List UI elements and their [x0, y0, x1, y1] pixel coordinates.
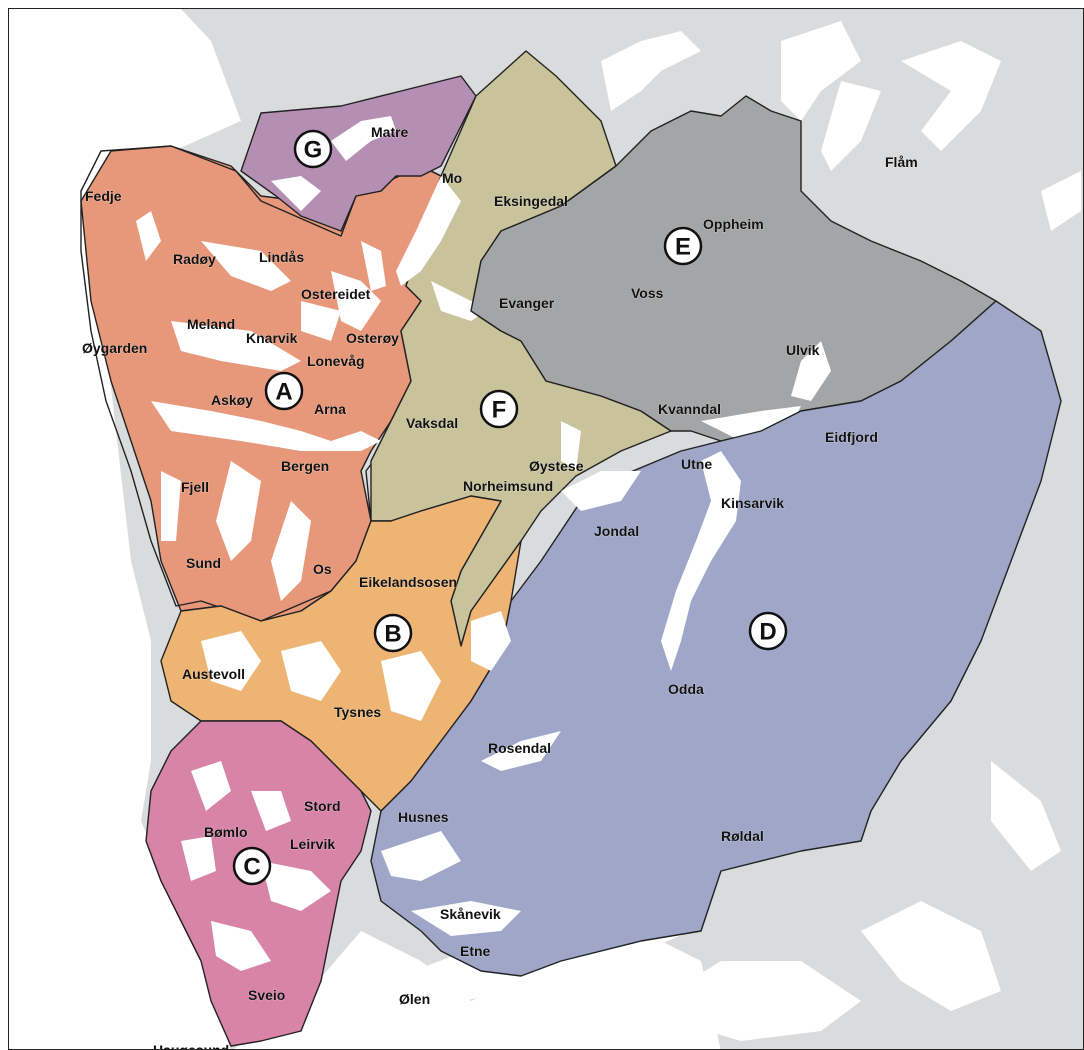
label-mo: Mo	[442, 170, 462, 186]
label-eidfjord: Eidfjord	[825, 429, 878, 445]
label-voss: Voss	[631, 285, 664, 301]
region-letter-d: D	[759, 619, 776, 646]
label-eksingedal: Eksingedal	[494, 193, 568, 209]
label-meland: Meland	[187, 316, 235, 332]
label-odda: Odda	[668, 681, 704, 697]
label-fedje: Fedje	[85, 188, 122, 204]
label-austevoll: Austevoll	[182, 666, 245, 682]
region-letter-e: E	[675, 234, 691, 261]
label-lindas: Lindås	[259, 249, 304, 265]
label-norheimsund: Norheimsund	[463, 478, 553, 494]
label-roldal: Røldal	[721, 828, 764, 844]
region-label-f[interactable]: F	[479, 389, 519, 429]
label-radoy: Radøy	[173, 251, 216, 267]
region-label-d[interactable]: D	[748, 611, 788, 651]
region-letter-c: C	[243, 854, 260, 881]
label-arna: Arna	[314, 401, 346, 417]
region-g[interactable]	[240, 75, 477, 232]
label-husnes: Husnes	[398, 809, 449, 825]
label-olen: Ølen	[399, 991, 430, 1007]
label-evanger: Evanger	[499, 295, 555, 311]
region-letter-b: B	[384, 621, 401, 648]
region-b[interactable]	[160, 495, 522, 812]
label-fjell: Fjell	[181, 479, 209, 495]
label-jondal: Jondal	[594, 523, 639, 539]
region-label-b[interactable]: B	[373, 613, 413, 653]
label-stord: Stord	[304, 798, 341, 814]
region-label-g[interactable]: G	[293, 129, 333, 169]
region-label-c[interactable]: C	[232, 846, 272, 886]
label-osteroy: Osterøy	[346, 330, 399, 346]
label-askoy: Askøy	[211, 392, 253, 408]
label-knarvik: Knarvik	[246, 330, 298, 346]
label-oygarden: Øygarden	[82, 340, 147, 356]
label-bergen: Bergen	[281, 458, 329, 474]
label-etne: Etne	[460, 943, 491, 959]
label-os: Os	[313, 561, 332, 577]
label-oystese: Øystese	[529, 458, 584, 474]
label-kinsarvik: Kinsarvik	[721, 495, 784, 511]
label-haugesund: Haugesund	[153, 1042, 229, 1050]
label-ostereidet: Ostereidet	[301, 286, 371, 302]
label-leirvik: Leirvik	[290, 836, 335, 852]
label-oppheim: Oppheim	[703, 216, 764, 232]
region-letter-g: G	[304, 137, 323, 164]
region-d[interactable]	[370, 300, 1062, 977]
label-lonevag: Lonevåg	[307, 353, 365, 369]
label-sund: Sund	[186, 555, 221, 571]
county-map[interactable]: A B C D E F G Matre Mo Eksingedal Flåm F…	[9, 9, 1084, 1050]
label-tysnes: Tysnes	[334, 704, 381, 720]
label-matre: Matre	[371, 124, 409, 140]
label-ulvik: Ulvik	[786, 342, 820, 358]
label-utne: Utne	[681, 456, 712, 472]
place-labels: Matre Mo Eksingedal Flåm Fedje Oppheim R…	[82, 124, 919, 1050]
label-sveio: Sveio	[248, 987, 285, 1003]
label-vaksdal: Vaksdal	[406, 415, 458, 431]
map-frame: A B C D E F G Matre Mo Eksingedal Flåm F…	[8, 8, 1084, 1050]
region-label-e[interactable]: E	[663, 226, 703, 266]
inland-fjords	[601, 21, 1081, 1041]
region-letter-a: A	[275, 379, 292, 406]
region-label-a[interactable]: A	[264, 371, 304, 411]
label-eikelandsosen: Eikelandsosen	[359, 574, 457, 590]
region-a[interactable]	[80, 145, 442, 622]
label-skanevik: Skånevik	[440, 906, 501, 922]
label-rosendal: Rosendal	[488, 740, 551, 756]
label-kvanndal: Kvanndal	[658, 401, 721, 417]
label-flam: Flåm	[885, 154, 918, 170]
region-letter-f: F	[492, 397, 507, 424]
label-bomlo: Bømlo	[204, 824, 248, 840]
